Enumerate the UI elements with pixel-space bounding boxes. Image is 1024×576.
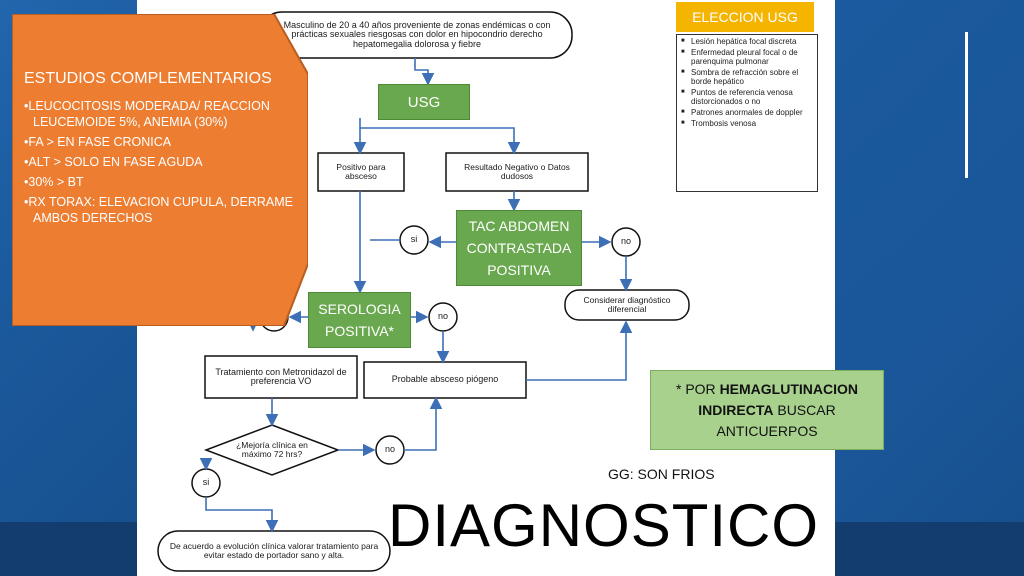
estudios-complementarios-panel: ESTUDIOS COMPLEMENTARIOS •LEUCOCITOSIS M… <box>24 70 294 230</box>
estudios-item: •RX TORAX: ELEVACION CUPULA, DERRAME AMB… <box>24 195 294 225</box>
eleccion-usg-label: ELECCION USG <box>676 2 814 32</box>
si-tac-label: si <box>410 234 418 245</box>
eleccion-item: Sombra de refracción sobre el borde hepá… <box>681 68 813 86</box>
final-node-text: De acuerdo a evolución clínica valorar t… <box>169 541 379 560</box>
start-node-text: Masculino de 20 a 40 años proveniente de… <box>283 19 551 49</box>
positive-node-text: Positivo para absceso <box>336 162 386 181</box>
serologia-box: SEROLOGIA POSITIVA* <box>308 292 411 348</box>
slide-title: DIAGNOSTICO <box>388 492 820 559</box>
eleccion-usg-list: Lesión hepática focal discreta Enfermeda… <box>676 34 818 192</box>
estudios-list: •LEUCOCITOSIS MODERADA/ REACCION LEUCEMO… <box>24 98 294 226</box>
note-suffix: BUSCAR ANTICUERPOS <box>716 401 836 439</box>
tac-abdomen-box: TAC ABDOMEN CONTRASTADA POSITIVA <box>456 210 582 286</box>
negative-node-text: Resultado Negativo o Datos dudosos <box>464 162 570 181</box>
no-tac-label: no <box>620 236 631 247</box>
tratamiento-node-shape <box>204 355 358 399</box>
estudios-complementarios-shape <box>12 14 308 326</box>
estudios-title: ESTUDIOS COMPLEMENTARIOS <box>24 70 272 87</box>
si-mejoria-label: si <box>202 477 210 488</box>
mejoria-diamond <box>203 424 341 476</box>
hemaglutinacion-note: * POR HEMAGLUTINACION INDIRECTA BUSCAR A… <box>650 370 884 450</box>
no-mejoria-label: no <box>384 444 395 455</box>
estudios-item: •FA > EN FASE CRONICA <box>24 135 172 149</box>
tratamiento-node-text: Tratamiento con Metronidazol de preferen… <box>215 366 347 386</box>
eleccion-item: Patrones anormales de doppler <box>681 108 813 117</box>
note-bold: HEMAGLUTINACION INDIRECTA <box>698 380 858 418</box>
probable-node-text: Probable absceso piógeno <box>391 374 499 385</box>
background-right <box>835 0 1024 576</box>
note-prefix: * POR <box>675 380 720 397</box>
eleccion-item: Enfermedad pleural focal o de parenquima… <box>681 48 813 66</box>
mejoria-node-text: ¿Mejoría clínica en máximo 72 hrs? <box>236 440 308 459</box>
estudios-item: •LEUCOCITOSIS MODERADA/ REACCION LEUCEMO… <box>24 99 270 129</box>
estudios-item: •30% > BT <box>24 175 84 189</box>
usg-box: USG <box>378 84 470 120</box>
eleccion-item: Puntos de referencia venosa distorcionad… <box>681 88 813 106</box>
no-sero-label: no <box>437 311 448 322</box>
eleccion-item: Trombosis venosa <box>681 119 813 128</box>
decorative-vertical-line <box>965 32 968 178</box>
estudios-item: •ALT > SOLO EN FASE AGUDA <box>24 155 203 169</box>
considerar-node-text: Considerar diagnóstico diferencial <box>583 295 671 314</box>
gg-note: GG: SON FRIOS <box>608 466 715 482</box>
eleccion-item: Lesión hepática focal discreta <box>681 37 813 46</box>
